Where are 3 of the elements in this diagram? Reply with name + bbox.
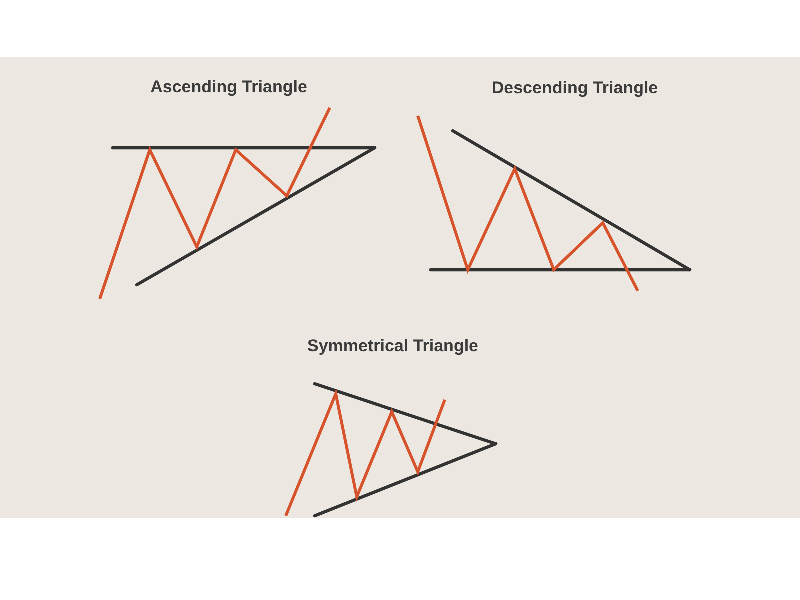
pattern-title: Symmetrical Triangle: [307, 338, 479, 354]
pattern-title: Descending Triangle: [492, 80, 658, 96]
pattern-title: Ascending Triangle: [150, 78, 308, 96]
